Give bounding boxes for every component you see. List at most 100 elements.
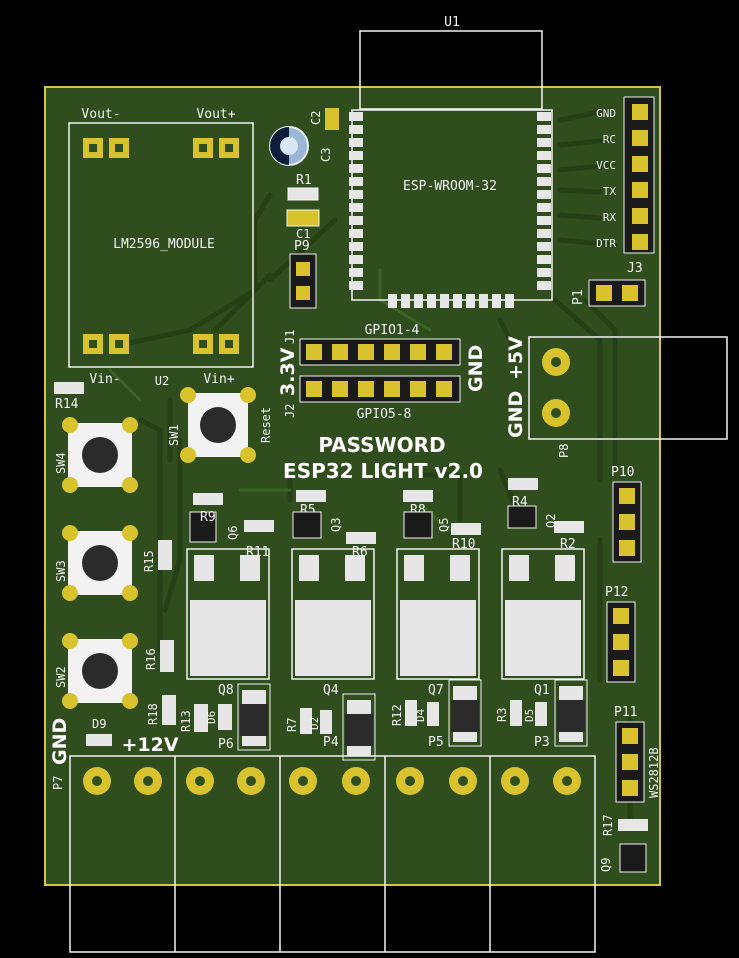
ref-p4: P4 [323, 735, 339, 750]
mosfet-q4 [291, 548, 375, 680]
ref-d2: D2 [308, 717, 321, 730]
ref-q8: Q8 [218, 683, 234, 698]
vin-plus-label: Vin+ [203, 372, 234, 387]
esp-left-pads [349, 112, 363, 290]
ref-p11: P11 [614, 705, 637, 720]
v33-label: 3.3V [277, 347, 299, 396]
gpio-bottom-label: GPIO5-8 [357, 407, 412, 422]
terminal-block-p7 [69, 755, 596, 953]
ref-d9: D9 [92, 717, 106, 731]
transistor-q9 [619, 843, 647, 873]
ref-r12: R12 [390, 704, 404, 726]
ref-r14: R14 [55, 397, 79, 412]
ref-j2: J2 [283, 404, 297, 418]
ref-c1: C1 [296, 227, 310, 241]
ref-r7: R7 [285, 718, 299, 732]
vin-minus-label: Vin- [89, 372, 120, 387]
resistor-r12 [405, 700, 417, 726]
led-d2 [320, 710, 332, 734]
diode-p4 [342, 693, 376, 761]
ref-p9: P9 [294, 239, 310, 254]
ref-c3: C3 [319, 148, 333, 162]
ref-u2: U2 [155, 374, 169, 388]
resistor-r15 [158, 540, 172, 570]
resistor-r7 [300, 708, 312, 734]
header-p10 [612, 481, 642, 563]
resistor-r3 [510, 700, 522, 726]
ref-q3: Q3 [329, 518, 343, 532]
ref-q5: Q5 [437, 518, 451, 532]
resistor-r1 [287, 187, 319, 201]
resistor-r11 [244, 520, 274, 532]
j3-pin-vcc: VCC [596, 159, 616, 172]
j3-pin-rc: RC [603, 133, 616, 146]
capacitor-c2 [325, 108, 339, 130]
transistor-q5 [403, 511, 433, 539]
ref-r3: R3 [495, 708, 509, 722]
j3-pin-tx: TX [603, 185, 617, 198]
resistor-r8 [403, 490, 433, 502]
board-title-line1: PASSWORD [318, 433, 445, 457]
p8-courtyard [528, 336, 728, 440]
led-d5 [535, 702, 547, 726]
ref-r15: R15 [142, 550, 156, 572]
j3-pin-rx: RX [603, 211, 617, 224]
plus12v-label: +12V [121, 734, 178, 756]
ref-c2: C2 [309, 111, 323, 125]
switch-sw3 [62, 525, 138, 601]
gnd-right-label: GND [505, 391, 527, 438]
ref-q1: Q1 [534, 683, 550, 698]
diode-p5 [448, 679, 482, 747]
header-p11 [615, 721, 645, 803]
gpio-top-label: GPIO1-4 [365, 323, 420, 338]
lm2596-module: Vout- Vout+ LM2596_MODULE Vin- Vin+ U2 [68, 107, 254, 388]
vout-plus-label: Vout+ [196, 107, 235, 122]
j3-pin-gnd: GND [596, 107, 616, 120]
esp-bottom-pads [388, 294, 514, 308]
resistor-r17 [618, 819, 648, 831]
lm2596-module-label: LM2596_MODULE [113, 237, 215, 252]
ref-d4: D4 [414, 708, 427, 722]
ref-sw3: SW3 [54, 560, 68, 582]
ref-p6: P6 [218, 737, 234, 752]
ref-r1: R1 [296, 173, 312, 188]
mosfet-q7 [396, 548, 480, 680]
terminal-pads [83, 767, 581, 795]
resistor-r16 [160, 640, 174, 672]
switch-sw2 [62, 633, 138, 709]
plus5v-label: +5V [505, 336, 527, 380]
resistor-r9 [193, 493, 223, 505]
ref-q4: Q4 [323, 683, 339, 698]
switch-sw4 [62, 417, 138, 493]
ref-j3: J3 [627, 261, 643, 276]
ref-j1: J1 [283, 330, 297, 344]
board-title-line2: ESP32 LIGHT v2.0 [283, 459, 483, 483]
transistor-q6 [189, 511, 217, 543]
mosfet-q8 [186, 548, 270, 680]
resistor-r5 [296, 490, 326, 502]
ref-r13: R13 [179, 710, 193, 732]
ref-r18: R18 [146, 703, 160, 725]
ref-sw4: SW4 [54, 452, 68, 474]
u1-courtyard [359, 30, 543, 110]
gnd-left-label: GND [49, 718, 71, 765]
led-d9 [86, 734, 112, 746]
ref-q9: Q9 [599, 858, 613, 872]
ref-p1: P1 [571, 289, 586, 305]
capacitor-c1 [286, 209, 320, 227]
ref-p8: P8 [557, 444, 571, 458]
esp-right-pads [537, 112, 551, 290]
ref-p3: P3 [534, 735, 550, 750]
led-d4 [427, 702, 439, 726]
led-d6 [218, 704, 232, 730]
j3-pin-dtr: DTR [596, 237, 616, 250]
switch-sw1 [180, 387, 256, 463]
esp-wroom-32-module: ESP-WROOM-32 [349, 109, 553, 308]
resistor-r6 [346, 532, 376, 544]
resistor-r13 [194, 704, 208, 732]
ref-p7: P7 [51, 776, 65, 790]
resistor-r18 [162, 695, 176, 725]
ref-q7: Q7 [428, 683, 444, 698]
